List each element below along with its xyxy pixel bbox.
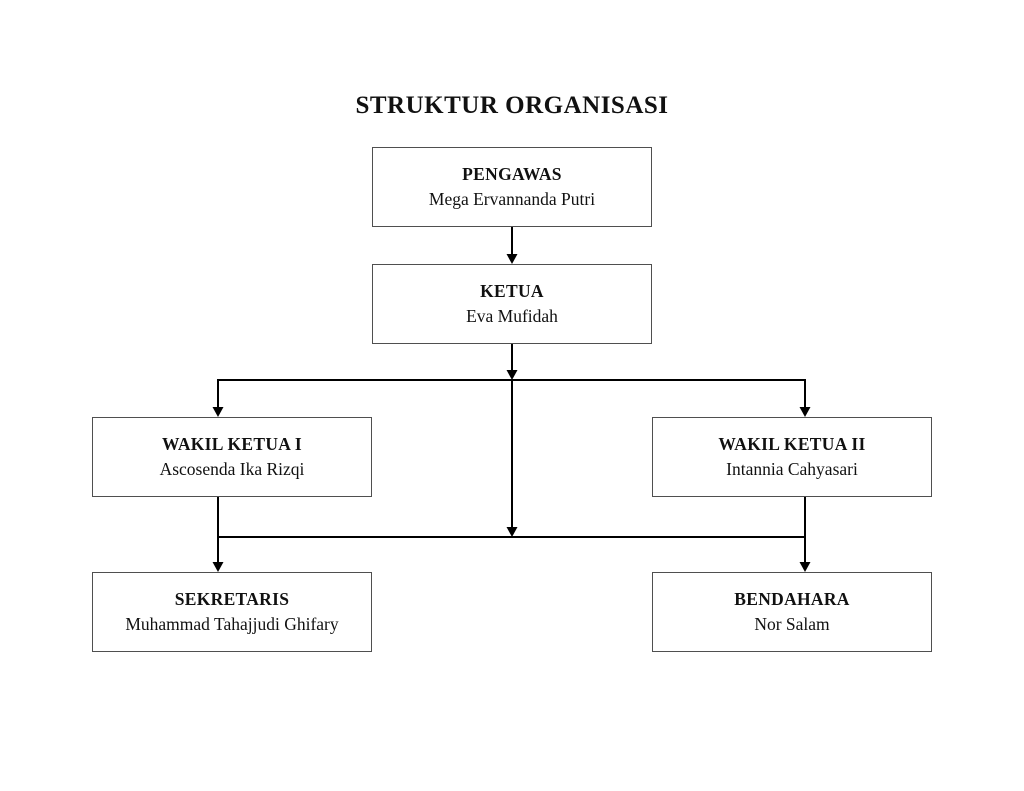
arrowhead-ketua [506,254,518,264]
org-node-pengawas: PENGAWAS Mega Ervannanda Putri [372,147,652,227]
person-name: Nor Salam [754,614,830,634]
org-node-sekretaris: SEKRETARIS Muhammad Tahajjudi Ghifary [92,572,372,652]
person-name: Intannia Cahyasari [726,459,858,479]
org-node-ketua: KETUA Eva Mufidah [372,264,652,344]
role-label: KETUA [480,281,544,301]
org-node-bendahara: BENDAHARA Nor Salam [652,572,932,652]
arrowhead-wakil1 [212,407,224,417]
connector-branch-wakil1 [212,379,224,417]
connector-wakil2-bendahara [799,497,811,572]
arrowhead-branch-lower [506,527,518,537]
connector-branch-wakil2 [799,379,811,417]
role-label: SEKRETARIS [174,589,290,609]
role-label: PENGAWAS [462,164,562,184]
arrowhead-bendahara [799,562,811,572]
arrowhead-wakil2 [799,407,811,417]
connector-wakil1-sekretaris [212,497,224,572]
person-name: Muhammad Tahajjudi Ghifary [125,614,339,634]
chart-title: STRUKTUR ORGANISASI [355,92,669,119]
person-name: Ascosenda Ika Rizqi [159,459,305,479]
role-label: WAKIL KETUA II [718,434,866,454]
arrowhead-sekretaris [212,562,224,572]
person-name: Eva Mufidah [466,306,558,326]
role-label: BENDAHARA [734,589,850,609]
role-label: WAKIL KETUA I [161,434,303,454]
org-node-wakil-ketua-1: WAKIL KETUA I Ascosenda Ika Rizqi [92,417,372,497]
org-node-wakil-ketua-2: WAKIL KETUA II Intannia Cahyasari [652,417,932,497]
arrowhead-branch-upper [506,370,518,380]
connector-pengawas-ketua [506,227,518,264]
connector-ketua-branch [506,344,518,380]
person-name: Mega Ervannanda Putri [428,189,596,209]
connector-center-lower [506,380,518,537]
